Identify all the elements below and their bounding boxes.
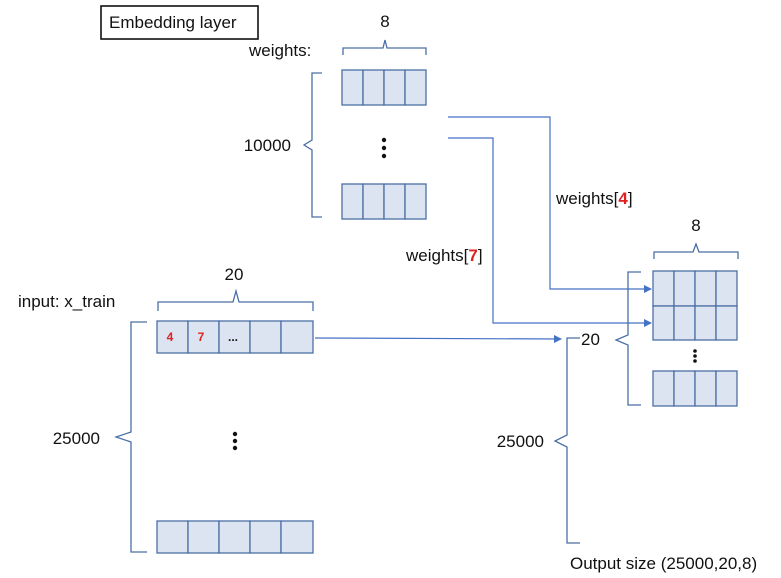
weights-4-label: weights[4] <box>555 189 633 208</box>
weights-4-connector <box>448 116 652 293</box>
output-cols-count: 8 <box>691 216 700 235</box>
output-vertical-ellipsis <box>693 349 697 363</box>
weights-row-bottom <box>341 183 427 220</box>
input-cell-value: 4 <box>167 330 174 344</box>
output-inner-count: 20 <box>581 330 600 349</box>
input-cols-count: 20 <box>225 265 244 284</box>
weights-7-connector <box>448 137 652 327</box>
output-bottom-row <box>652 370 738 407</box>
title-box: Embedding layer <box>100 5 259 40</box>
title: Embedding layer <box>109 13 237 32</box>
input-to-output-connector <box>314 334 562 343</box>
input-row-top: 4 7 ... <box>156 320 314 354</box>
weights-row-top <box>341 69 427 106</box>
weights-rows-brace <box>302 72 322 218</box>
output-inner-brace <box>614 271 641 406</box>
output-top-grid <box>652 270 738 341</box>
input-rows-brace <box>113 321 147 553</box>
output-cols-brace <box>653 242 739 259</box>
output-outer-count: 25000 <box>497 432 544 451</box>
weights-matrix: weights: 8 10000 <box>244 12 427 220</box>
input-rows-count: 25000 <box>53 429 100 448</box>
weights-rows-count: 10000 <box>244 136 291 155</box>
input-cell-value: ... <box>228 330 238 344</box>
output-outer-brace <box>553 337 580 544</box>
weights-7-label: weights[7] <box>405 246 483 265</box>
input-row-bottom <box>156 520 314 554</box>
output-matrix: 8 20 25000 Output size (25000,20,8) <box>497 216 757 573</box>
output-size-label: Output size (25000,20,8) <box>570 554 757 573</box>
input-matrix: input: x_train 20 25000 4 7 ... <box>18 265 314 554</box>
input-vertical-ellipsis <box>232 431 238 451</box>
input-label: input: x_train <box>18 292 115 311</box>
weights-cols-count: 8 <box>380 12 389 31</box>
weights-cols-brace <box>342 39 427 55</box>
input-cell-value: 7 <box>198 330 205 344</box>
weights-label: weights: <box>248 41 311 60</box>
input-cols-brace <box>157 288 314 311</box>
weights-vertical-ellipsis <box>381 137 387 159</box>
